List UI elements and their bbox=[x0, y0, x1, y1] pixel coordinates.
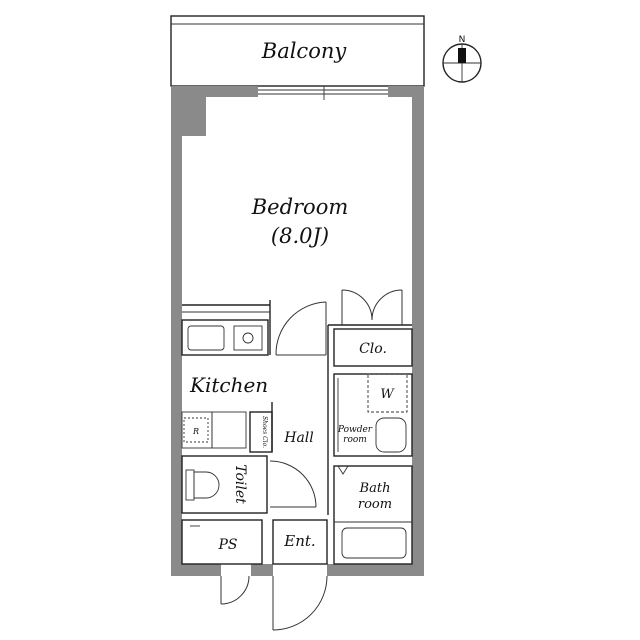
bedroom-door bbox=[275, 301, 327, 356]
washer-label: W bbox=[380, 387, 395, 402]
washer-icon bbox=[367, 373, 408, 413]
compass-icon: N bbox=[442, 35, 482, 83]
hall: Hall bbox=[283, 325, 329, 515]
front-door bbox=[272, 575, 328, 631]
powder-room: W Powder room bbox=[333, 373, 413, 475]
stove-icon bbox=[233, 325, 263, 351]
kitchen-label: Kitchen bbox=[189, 373, 268, 397]
compass-north-label: N bbox=[459, 35, 466, 45]
entrance-label: Ent. bbox=[283, 532, 315, 550]
ps-label: PS bbox=[217, 537, 237, 553]
fridge-icon bbox=[183, 417, 209, 443]
toilet-room: Toilet bbox=[181, 455, 268, 514]
shoes-closet-label: Shoes Clo. bbox=[261, 416, 268, 448]
toilet-icon bbox=[193, 471, 220, 499]
washbasin-icon bbox=[375, 417, 407, 453]
ps-room: PS bbox=[181, 519, 263, 565]
bedroom: Bedroom (8.0J) bbox=[182, 195, 412, 355]
fridge-label: R bbox=[192, 427, 199, 436]
bathtub-icon bbox=[341, 527, 407, 559]
toilet-label: Toilet bbox=[232, 464, 248, 504]
bath-room: Bath room bbox=[333, 465, 413, 565]
balcony-label: Balcony bbox=[261, 39, 348, 63]
shoes-closet: Shoes Clo. bbox=[249, 402, 273, 453]
powder-room-label-2: room bbox=[343, 435, 367, 445]
balcony: Balcony bbox=[170, 15, 425, 87]
bath-label-1: Bath bbox=[359, 481, 391, 496]
sink-icon bbox=[187, 325, 225, 351]
closet-label: Clo. bbox=[359, 341, 387, 357]
toilet-door bbox=[269, 460, 317, 508]
powder-room-label-1: Powder bbox=[337, 425, 373, 435]
kitchen-counter: Kitchen bbox=[181, 319, 269, 397]
outer-walls bbox=[171, 86, 424, 576]
ps-door bbox=[220, 575, 250, 605]
closet: Clo. bbox=[333, 328, 413, 367]
bath-label-2: room bbox=[358, 497, 392, 512]
bedroom-label: Bedroom bbox=[251, 195, 349, 219]
entrance: Ent. bbox=[272, 519, 328, 565]
hall-label: Hall bbox=[283, 430, 314, 446]
closet-doors bbox=[341, 289, 403, 325]
fridge-area: R bbox=[181, 411, 247, 449]
bedroom-size: (8.0J) bbox=[271, 224, 329, 248]
